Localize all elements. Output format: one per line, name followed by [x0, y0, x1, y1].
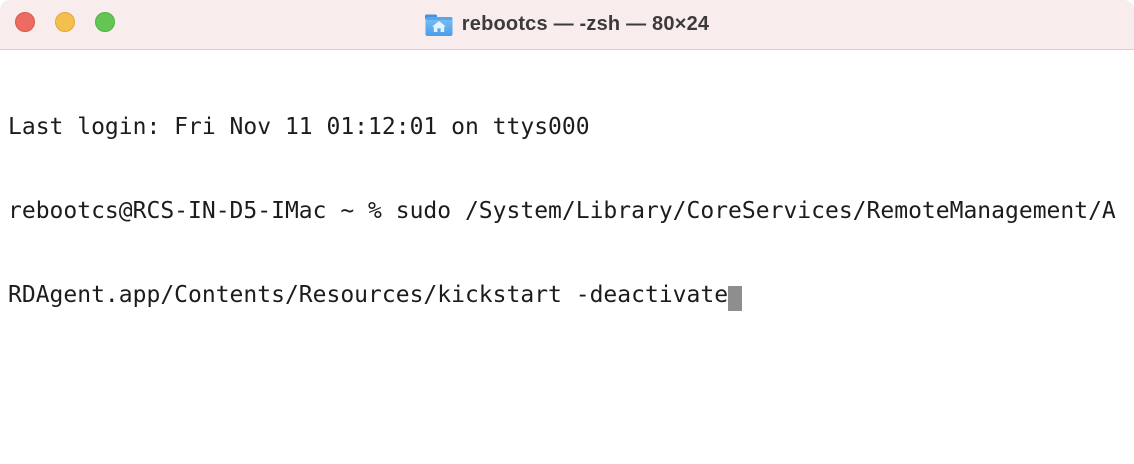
home-folder-icon	[424, 14, 453, 36]
terminal-line: RDAgent.app/Contents/Resources/kickstart…	[8, 281, 1132, 311]
terminal-content[interactable]: Last login: Fri Nov 11 01:12:01 on ttys0…	[0, 50, 1134, 463]
terminal-line: Last login: Fri Nov 11 01:12:01 on ttys0…	[8, 114, 590, 140]
close-button[interactable]	[15, 12, 35, 32]
minimize-button[interactable]	[55, 12, 75, 32]
zoom-button[interactable]	[95, 12, 115, 32]
terminal-line: rebootcs@RCS-IN-D5-IMac ~ % sudo /System…	[8, 198, 1116, 224]
title-group: rebootcs — -zsh — 80×24	[424, 13, 710, 37]
window-title: rebootcs — -zsh — 80×24	[461, 13, 710, 35]
traffic-lights	[15, 12, 115, 32]
terminal-cursor	[728, 286, 743, 311]
terminal-line-text: RDAgent.app/Contents/Resources/kickstart…	[8, 282, 729, 308]
window-titlebar[interactable]: rebootcs — -zsh — 80×24	[0, 0, 1134, 50]
